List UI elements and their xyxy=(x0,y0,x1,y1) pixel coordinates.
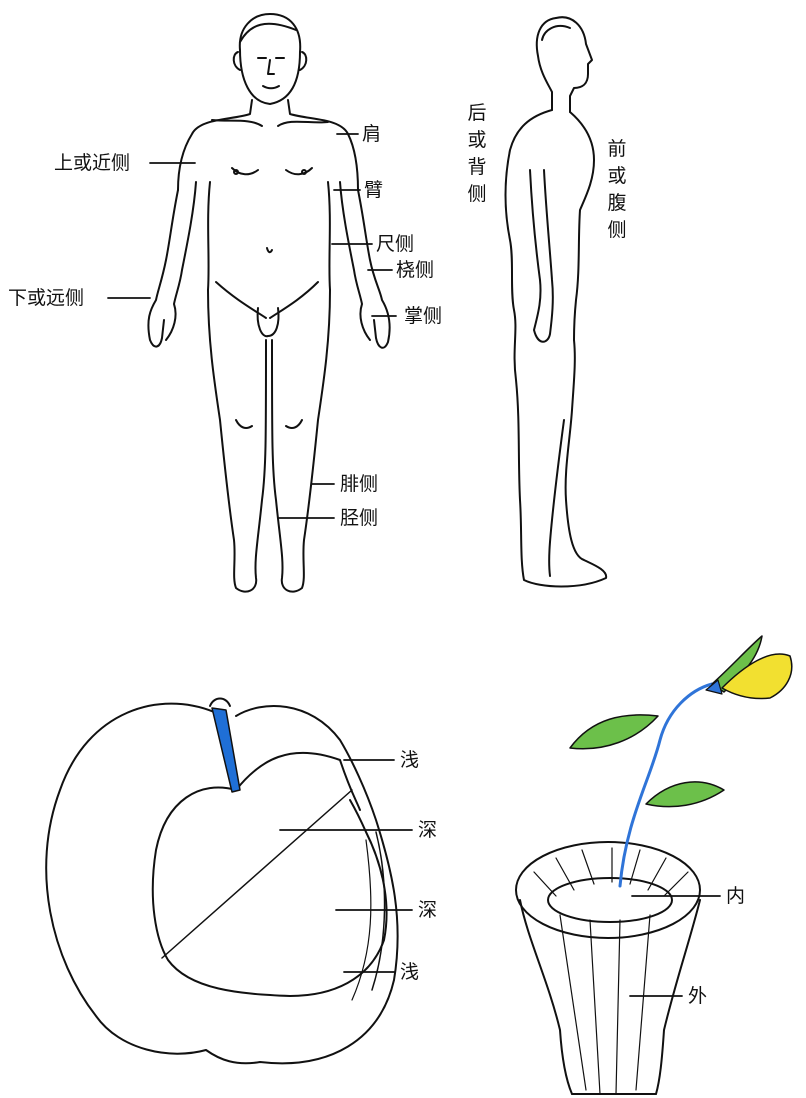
label-ulnar: 尺侧 xyxy=(376,235,414,254)
apple-stem xyxy=(212,708,240,792)
vase-leader-lines xyxy=(630,896,720,996)
apple-figure xyxy=(46,699,397,1064)
vase-leaf-right xyxy=(646,782,724,807)
label-upper-proximal: 上或近侧 xyxy=(54,154,130,173)
label-palmar: 掌侧 xyxy=(404,307,442,326)
label-deep-top: 深 xyxy=(418,821,437,840)
front-body-figure xyxy=(148,14,389,592)
label-fibular: 腓侧 xyxy=(340,475,378,494)
label-posterior-dorsal: 后或背侧 xyxy=(466,100,488,208)
label-lower-distal: 下或远侧 xyxy=(8,289,84,308)
label-superficial-top: 浅 xyxy=(400,751,419,770)
label-outer: 外 xyxy=(688,987,707,1006)
label-anterior-ventral: 前或腹侧 xyxy=(606,136,628,244)
vase-figure xyxy=(516,842,700,1094)
apple-leader-lines xyxy=(280,760,412,972)
label-arm: 臂 xyxy=(364,181,383,200)
label-shoulder: 肩 xyxy=(362,125,381,144)
front-leader-lines xyxy=(108,134,396,518)
vase-leaf-left xyxy=(570,715,658,749)
label-tibial: 胫侧 xyxy=(340,509,378,528)
label-superficial-bottom: 浅 xyxy=(400,963,419,982)
label-inner: 内 xyxy=(726,887,745,906)
label-radial: 桡侧 xyxy=(396,261,434,280)
label-deep-bottom: 深 xyxy=(418,901,437,920)
side-body-figure xyxy=(506,17,607,586)
